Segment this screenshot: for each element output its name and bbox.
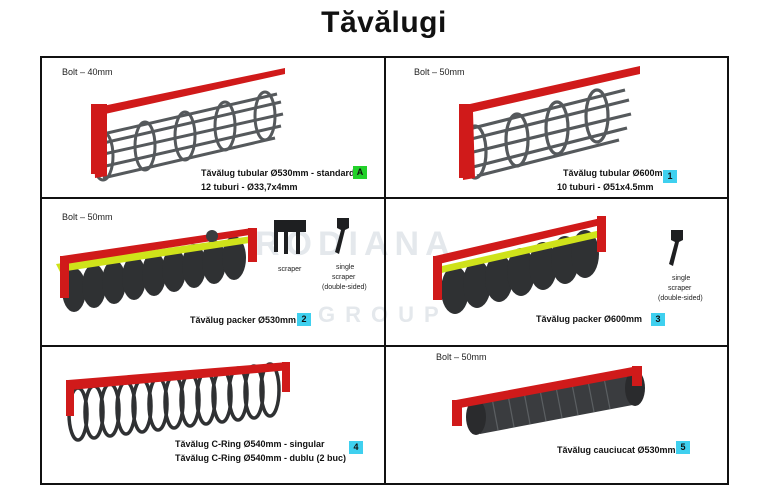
scraper-image [274, 220, 306, 254]
bolt-label: Bolt – 50mm [414, 67, 465, 77]
variant-badge: 2 [297, 313, 311, 326]
variant-badge: 5 [676, 441, 690, 454]
scraper-label: scraper [278, 266, 302, 273]
bolt-label: Bolt – 50mm [62, 212, 113, 222]
caption-line2: 10 tuburi - Ø51x4.5mm [557, 182, 654, 192]
caption-line1: Tăvălug cauciucat Ø530mm [557, 445, 676, 455]
variant-badge: A [353, 166, 367, 179]
bolt-label: Bolt – 50mm [436, 352, 487, 362]
watermark-group: GROUP [318, 302, 449, 328]
packer-roller-600-image [433, 216, 606, 314]
caption-line2: Tăvălug C-Ring Ø540mm - dublu (2 buc) [175, 453, 347, 463]
single-scraper-label-3: (double-sided) [658, 295, 703, 302]
grid-divider-vertical [384, 56, 386, 485]
single-scraper-label-2: scraper [332, 274, 356, 281]
caption-line1: Tăvălug packer Ø530mm [190, 315, 297, 325]
caption-line1: Tăvălug tubular Ø600mm [563, 168, 671, 178]
bolt-label: Bolt – 40mm [62, 67, 113, 77]
caption-line1: Tăvălug tubular Ø530mm - standard [201, 168, 355, 178]
single-scraper-image [335, 218, 349, 254]
tubular-roller-600-image [459, 66, 640, 180]
caption-line1: Tăvălug packer Ø600mm [536, 314, 643, 324]
packer-roller-530-image [56, 228, 257, 312]
page-title: Tăvălugi [321, 6, 447, 39]
caption-line2: 12 tuburi - Ø33,7x4mm [201, 182, 298, 192]
single-scraper-image [669, 230, 683, 266]
grid-divider-row2 [40, 345, 729, 347]
rubber-roller-image [452, 366, 645, 435]
c-ring-roller-image [66, 362, 290, 442]
single-scraper-label-3: (double-sided) [322, 284, 367, 291]
single-scraper-label-2: scraper [668, 285, 692, 292]
variant-badge: 4 [349, 441, 363, 454]
single-scraper-label-1: single [336, 264, 355, 271]
variant-badge: 1 [663, 170, 677, 183]
single-scraper-label-1: single [672, 275, 691, 282]
grid-divider-row1 [40, 197, 729, 199]
variant-badge: 3 [651, 313, 665, 326]
caption-line1: Tăvălug C-Ring Ø540mm - singular [175, 439, 325, 449]
tubular-roller-530-image [91, 68, 285, 182]
